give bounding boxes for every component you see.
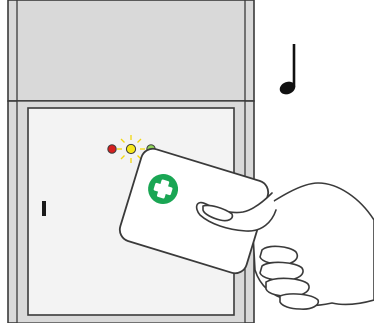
upper-panel: [8, 0, 254, 101]
finger-1: [260, 246, 297, 264]
finger-2: [260, 262, 303, 280]
music-note-icon: [278, 44, 297, 97]
red-light: [108, 145, 116, 153]
slot-mark: [42, 201, 46, 216]
finger-4: [280, 294, 318, 309]
